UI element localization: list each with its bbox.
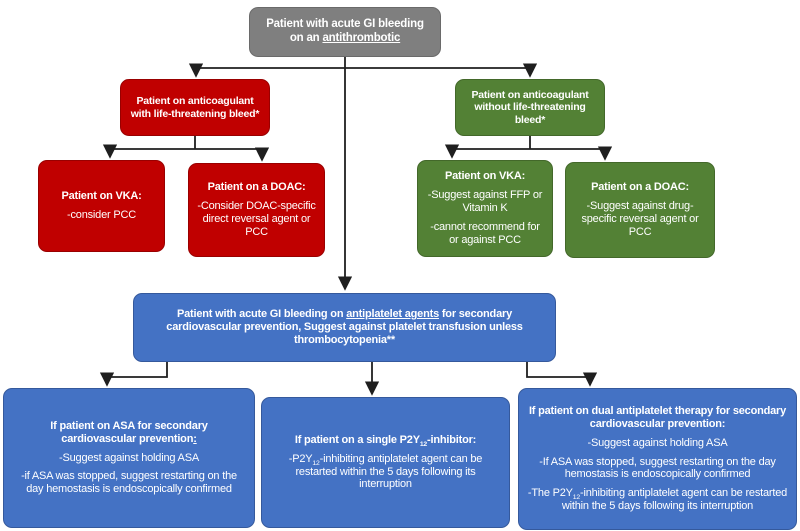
node-asa-body: -Suggest against holding ASA -if ASA was… (21, 451, 237, 496)
node-dual-antiplatelet-therapy: If patient on dual antiplatelet therapy … (518, 388, 797, 530)
node-root-label: Patient with acute GI bleeding on an ant… (266, 18, 424, 44)
node-red-doac: Patient on a DOAC: -Consider DOAC-specif… (188, 163, 325, 257)
node-anticoagulant-without-bleed-label: Patient on anticoagulant without life-th… (471, 88, 589, 126)
connector-to-asa (99, 362, 168, 387)
node-red-doac-heading: Patient on a DOAC: (207, 181, 306, 194)
node-red-vka-heading: Patient on VKA: (61, 190, 142, 203)
connector-to-dual (526, 362, 598, 387)
node-asa-secondary-prevention: If patient on ASA for secondary cardiova… (3, 388, 255, 528)
node-green-vka-body: -Suggest against FFP or Vitamin K -canno… (427, 189, 543, 246)
connector-red-split (110, 136, 262, 150)
node-p2y12-heading: If patient on a single P2Y12-inhibitor: (294, 433, 477, 448)
node-red-vka-body: -consider PCC (67, 209, 136, 221)
node-red-vka: Patient on VKA: -consider PCC (38, 160, 165, 252)
node-dual-heading: If patient on dual antiplatelet therapy … (528, 404, 787, 430)
node-anticoagulant-without-bleed: Patient on anticoagulant without life-th… (455, 79, 605, 136)
node-green-doac-heading: Patient on a DOAC: (591, 181, 689, 194)
node-p2y12-body: -P2Y12-inhibiting antiplatelet agent can… (288, 452, 483, 491)
node-green-doac: Patient on a DOAC: -Suggest against drug… (565, 162, 715, 258)
node-dual-body: -Suggest against holding ASA -If ASA was… (527, 436, 788, 513)
node-asa-heading: If patient on ASA for secondary cardiova… (50, 419, 208, 445)
connector-green-split (452, 136, 605, 150)
node-anticoagulant-with-bleed-label: Patient on anticoagulant with life-threa… (130, 95, 260, 120)
node-antiplatelet-main: Patient with acute GI bleeding on antipl… (133, 293, 556, 362)
node-green-doac-body: -Suggest against drug-specific reversal … (581, 200, 699, 238)
node-red-doac-body: -Consider DOAC-specific direct reversal … (197, 200, 316, 238)
node-anticoagulant-with-bleed: Patient on anticoagulant with life-threa… (120, 79, 270, 136)
node-root: Patient with acute GI bleeding on an ant… (249, 7, 441, 57)
node-antiplatelet-main-label: Patient with acute GI bleeding on antipl… (166, 308, 523, 346)
node-green-vka: Patient on VKA: -Suggest against FFP or … (417, 160, 553, 257)
node-single-p2y12-inhibitor: If patient on a single P2Y12-inhibitor: … (261, 397, 510, 528)
node-green-vka-heading: Patient on VKA: (444, 170, 526, 183)
